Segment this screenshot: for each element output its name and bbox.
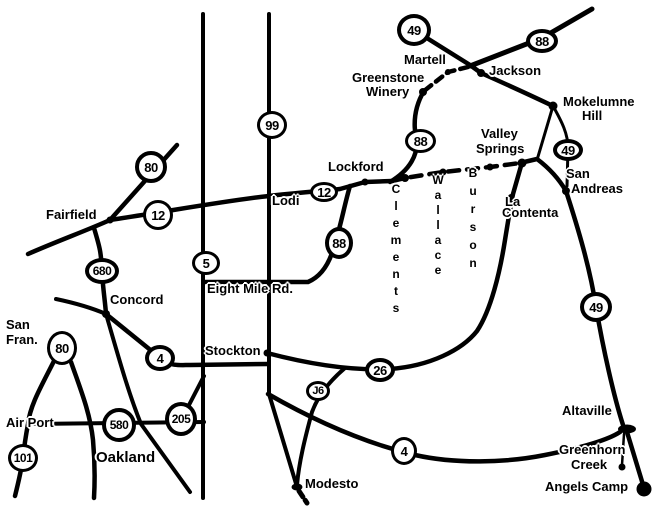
city-label-greenstone: Greenstone <box>352 70 425 85</box>
road-hwy26-mokelumne <box>535 104 555 162</box>
road-concord-west <box>54 297 108 316</box>
road-j6 <box>295 366 347 487</box>
city-dot-modesto <box>291 483 303 491</box>
city-label-san-fran-1: San <box>6 317 30 332</box>
city-label-burson: Burson <box>466 166 480 274</box>
city-label-mokelumne: Mokelumne <box>563 94 635 109</box>
city-dot-lockford <box>361 178 369 186</box>
city-label-hill: Hill <box>582 108 603 123</box>
city-dot-concord <box>102 310 110 318</box>
badge-88-northeast: 88 <box>526 29 558 53</box>
city-dot-martell <box>445 69 451 75</box>
badge-j6: J6 <box>306 381 330 401</box>
road-hwy99-south-stub <box>296 488 310 506</box>
city-dot-san-andreas <box>562 187 570 195</box>
city-label-stockton: Stockton <box>205 343 261 358</box>
badge-49-north: 49 <box>397 14 431 46</box>
city-label-martell: Martell <box>404 52 446 67</box>
city-dot-la-contenta <box>508 194 514 200</box>
badge-205: 205 <box>165 402 197 436</box>
badge-580: 580 <box>102 408 136 442</box>
city-dot-jackson <box>477 69 485 77</box>
city-label-altaville: Altaville <box>562 403 612 418</box>
badge-680: 680 <box>85 258 119 284</box>
road-i205-link <box>187 374 206 407</box>
badge-26: 26 <box>365 358 395 382</box>
road-hwy80-southwest <box>25 217 113 257</box>
badge-49-south: 49 <box>580 292 612 322</box>
badge-88-winery: 88 <box>405 129 436 153</box>
city-label-jackson: Jackson <box>489 63 542 78</box>
city-label-clements: Clements <box>389 182 403 318</box>
road-hwy4-east <box>265 391 623 464</box>
badge-4-west: 4 <box>145 345 175 371</box>
city-label-lockford: Lockford <box>328 159 384 174</box>
badge-5: 5 <box>192 251 220 275</box>
city-label-fairfield: Fairfield <box>46 207 97 222</box>
city-label-contenta: Contenta <box>502 205 559 220</box>
city-dot-greenhorn-creek <box>618 463 626 471</box>
badge-99: 99 <box>257 111 287 139</box>
city-label-air-port: Air Port <box>6 415 54 430</box>
city-dot-clements <box>401 174 409 182</box>
badge-49-valley-springs: 49 <box>553 139 583 161</box>
badge-80-fairfield: 80 <box>135 151 167 183</box>
city-label-winery: Winery <box>366 84 410 99</box>
city-label-greenhorn: Greenhorn <box>559 442 626 457</box>
badge-4-east: 4 <box>391 437 417 465</box>
badge-12-lockford: 12 <box>310 182 338 202</box>
city-dot-altaville <box>618 424 636 434</box>
city-dot-fairfield <box>106 216 114 224</box>
road-hwy80-fairfield <box>107 142 180 223</box>
road-hwy99 <box>267 12 299 489</box>
road-hwy12-dashed <box>389 160 523 184</box>
city-label-la: La <box>505 194 521 209</box>
city-label-modesto: Modesto <box>305 476 359 491</box>
city-label-valley: Valley <box>481 126 518 141</box>
city-label-angels-camp: Angels Camp <box>545 479 629 494</box>
badge-12-fairfield: 12 <box>143 200 173 230</box>
city-dot-angels-camp <box>636 481 652 497</box>
city-dot-stockton <box>263 349 271 357</box>
city-label-wallace: Wallace <box>431 173 445 278</box>
city-dot-valley-springs <box>517 158 527 168</box>
road-hwy26 <box>264 163 524 372</box>
city-label-san-fran-2: Fran. <box>6 332 38 347</box>
city-dot-greenstone-winery <box>419 88 427 96</box>
city-dot-wallace <box>439 168 447 176</box>
city-label-springs: Springs <box>476 141 525 156</box>
city-dot-burson <box>486 163 494 171</box>
city-label-concord: Concord <box>110 292 164 307</box>
city-label-oakland: Oakland <box>96 449 156 466</box>
city-label-andreas: Andreas <box>571 181 624 196</box>
city-label-creek: Creek <box>571 457 608 472</box>
road-sf-oakland <box>68 359 97 501</box>
road-label-eight-mile: Eight Mile Rd. <box>207 281 293 296</box>
badge-80-sf: 80 <box>47 331 77 365</box>
badge-101: 101 <box>8 444 38 472</box>
road-sf-airport-101 <box>12 358 57 499</box>
road-greenhorn-link <box>620 432 626 467</box>
city-dot-lodi <box>266 193 272 199</box>
city-dot-mokelumne-hill <box>548 101 558 111</box>
badge-88-south: 88 <box>325 227 353 259</box>
city-label-lodi: Lodi <box>272 193 300 208</box>
road-hwy12-valleysprings-sanandreas <box>517 156 569 194</box>
city-label-san: San <box>566 166 590 181</box>
